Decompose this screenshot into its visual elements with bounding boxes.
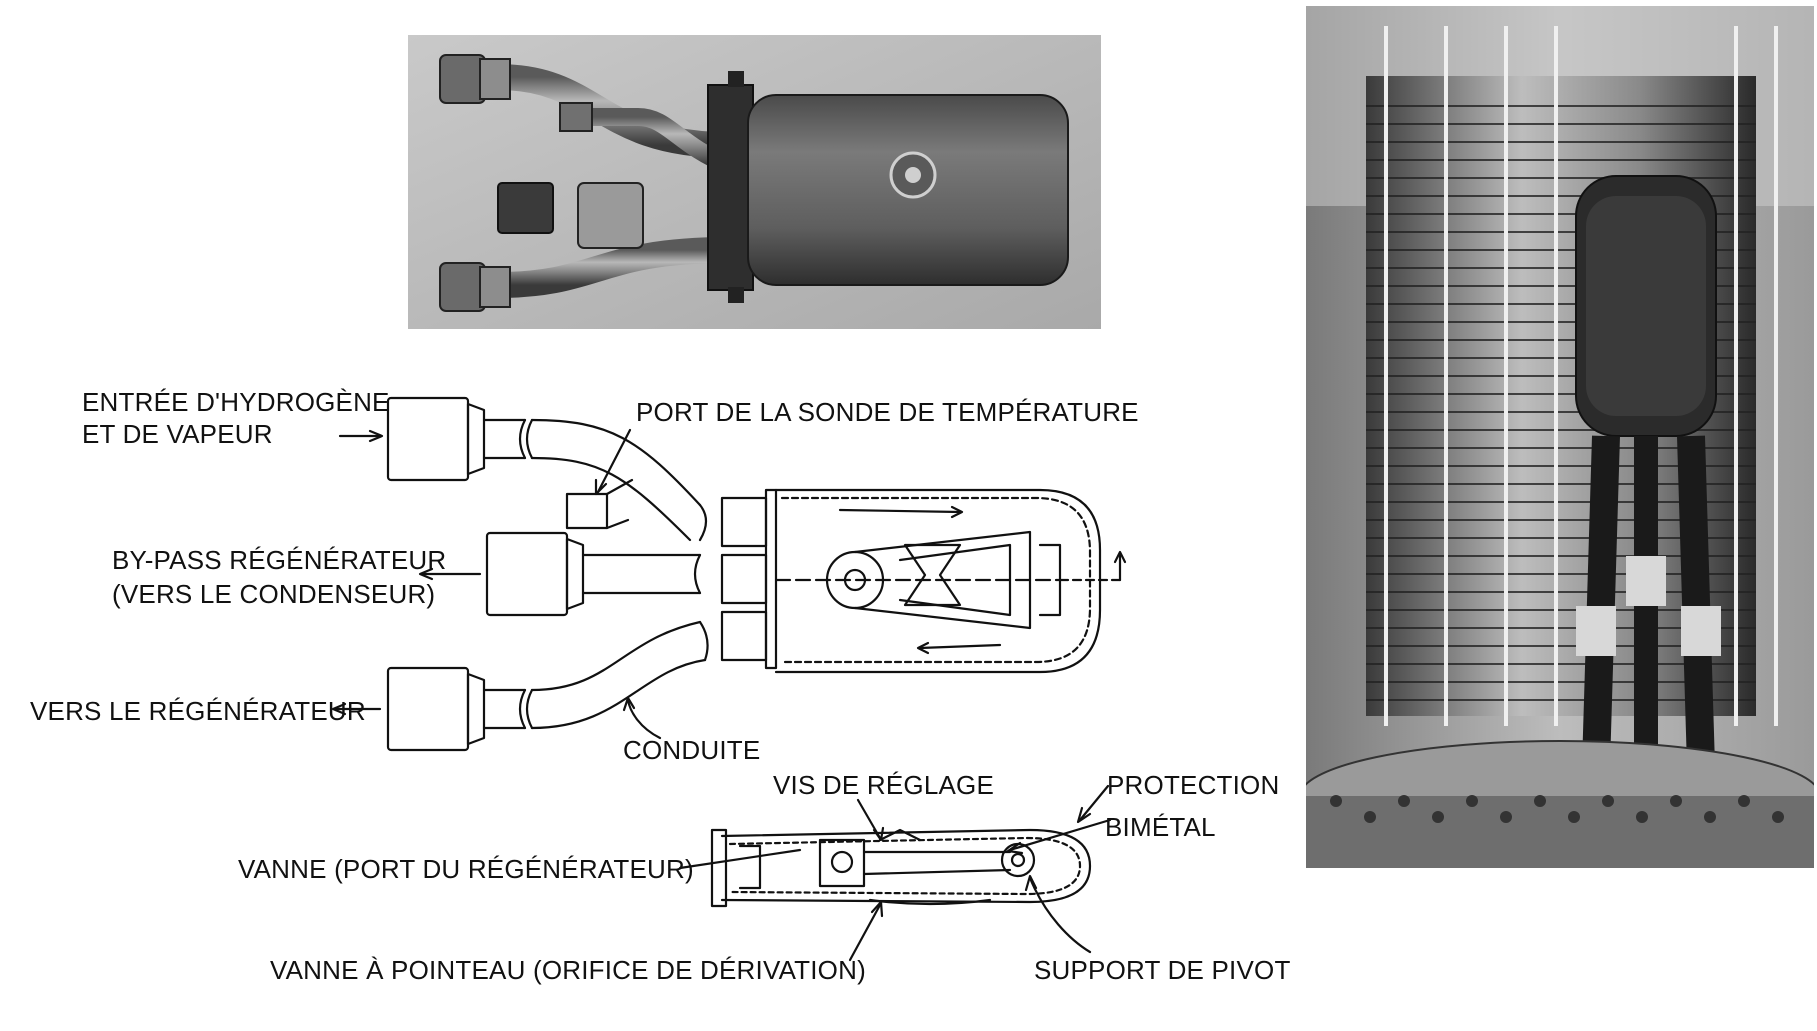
needle-valve-label: VANNE À POINTEAU (ORIFICE DE DÉRIVATION) <box>270 955 866 985</box>
pivot-support-label: SUPPORT DE PIVOT <box>1034 955 1291 985</box>
to-regenerator-label: VERS LE RÉGÉNÉRATEUR <box>30 696 366 726</box>
base-plate-hole <box>1636 811 1648 823</box>
bypass-label-line2: (VERS LE CONDENSEUR) <box>112 579 436 609</box>
base-plate-hole <box>1602 795 1614 807</box>
base-plate-hole <box>1568 811 1580 823</box>
base-plate-hole <box>1772 811 1784 823</box>
base-plate-hole <box>1432 811 1444 823</box>
base-plate-hole <box>1364 811 1376 823</box>
valve-assembly-photo-art <box>408 35 1101 329</box>
conduit-label: CONDUITE <box>623 735 761 765</box>
inlet-label-line1: ENTRÉE D'HYDROGÈNE <box>82 387 390 417</box>
base-plate-hole <box>1670 795 1682 807</box>
inlet-label-line2: ET DE VAPEUR <box>82 419 273 449</box>
bimetal-label: BIMÉTAL <box>1105 812 1216 842</box>
base-plate-hole <box>1466 795 1478 807</box>
protection-label: PROTECTION <box>1107 770 1280 800</box>
base-plate-hole <box>1398 795 1410 807</box>
bypass-label-line1: BY-PASS RÉGÉNÉRATEUR <box>112 545 447 575</box>
temp-probe-port-label: PORT DE LA SONDE DE TEMPÉRATURE <box>636 397 1139 427</box>
base-plate-hole <box>1738 795 1750 807</box>
valve-assembly-photo <box>408 35 1101 329</box>
base-plate-hole <box>1704 811 1716 823</box>
base-plate-hole <box>1534 795 1546 807</box>
regenerator-stack-photo-art <box>1306 6 1814 868</box>
valve-regen-port-label: VANNE (PORT DU RÉGÉNÉRATEUR) <box>238 854 694 884</box>
base-plate-hole <box>1330 795 1342 807</box>
regenerator-stack-photo <box>1306 6 1814 868</box>
adjust-screw-label: VIS DE RÉGLAGE <box>773 770 994 800</box>
base-plate-hole <box>1500 811 1512 823</box>
